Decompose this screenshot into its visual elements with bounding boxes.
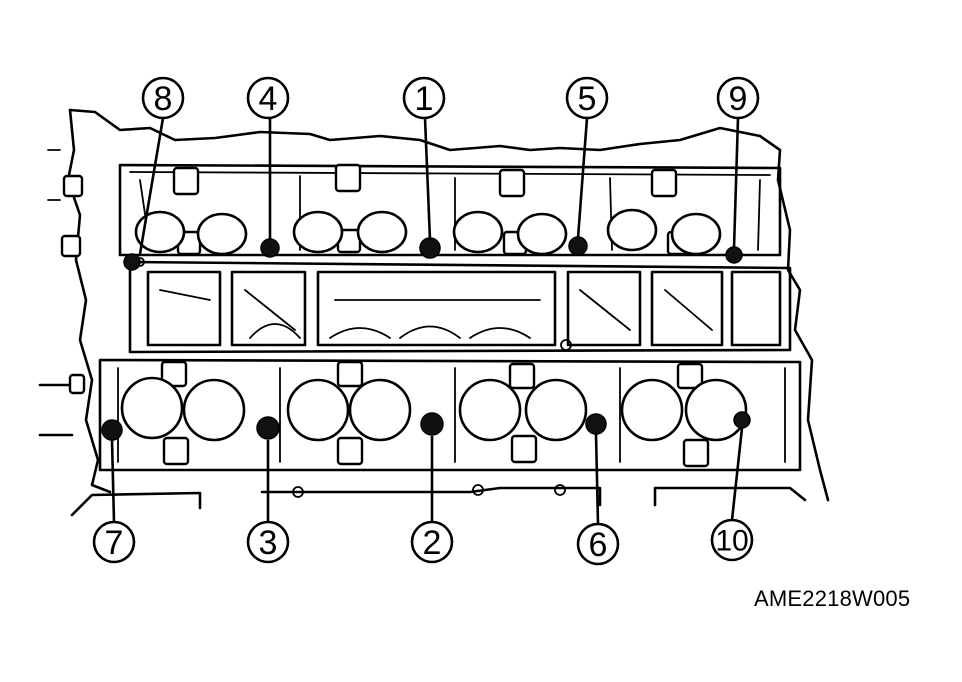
bolt-5 — [568, 236, 588, 256]
callout-5: 5 — [565, 76, 609, 120]
bolt-4 — [260, 238, 280, 258]
leader-lines — [110, 117, 744, 525]
bolt-1 — [419, 237, 441, 259]
callout-9: 9 — [716, 76, 760, 120]
callout-label: 6 — [589, 526, 608, 564]
callout-label: 5 — [578, 80, 597, 118]
callout-label: 8 — [154, 80, 173, 118]
callout-label: 7 — [105, 524, 124, 562]
lower-cam-bay — [98, 358, 802, 472]
callout-2: 2 — [410, 520, 454, 564]
callout-6: 6 — [576, 522, 620, 566]
cylinder-head-outline — [38, 108, 830, 517]
side-bosses — [60, 174, 86, 395]
bolt-8 — [123, 253, 141, 271]
callout-label: 9 — [729, 80, 748, 118]
bolt-6 — [585, 413, 607, 435]
middle-well-row — [128, 257, 792, 354]
callout-10: 10 — [710, 518, 754, 562]
lower-valve-tappets — [120, 376, 748, 442]
callout-3: 3 — [246, 520, 290, 564]
callout-7: 7 — [92, 520, 136, 564]
callout-label: 4 — [259, 80, 278, 118]
callout-4: 4 — [246, 76, 290, 120]
head-bolts — [101, 236, 751, 441]
lower-bearing-caps — [160, 360, 710, 468]
bolt-3 — [256, 416, 280, 440]
callout-label: 3 — [259, 524, 278, 562]
figure-code: AME2218W005 — [754, 586, 911, 611]
callout-label: 1 — [415, 80, 434, 118]
bolt-10 — [733, 411, 751, 429]
bolt-2 — [420, 412, 444, 436]
bolt-7 — [101, 419, 123, 441]
upper-valve-tappets — [134, 208, 722, 256]
callout-label: 2 — [423, 524, 442, 562]
callout-label: 10 — [715, 525, 748, 558]
bolt-9 — [725, 246, 743, 264]
callout-1: 1 — [402, 76, 446, 120]
callout-8: 8 — [141, 76, 185, 120]
